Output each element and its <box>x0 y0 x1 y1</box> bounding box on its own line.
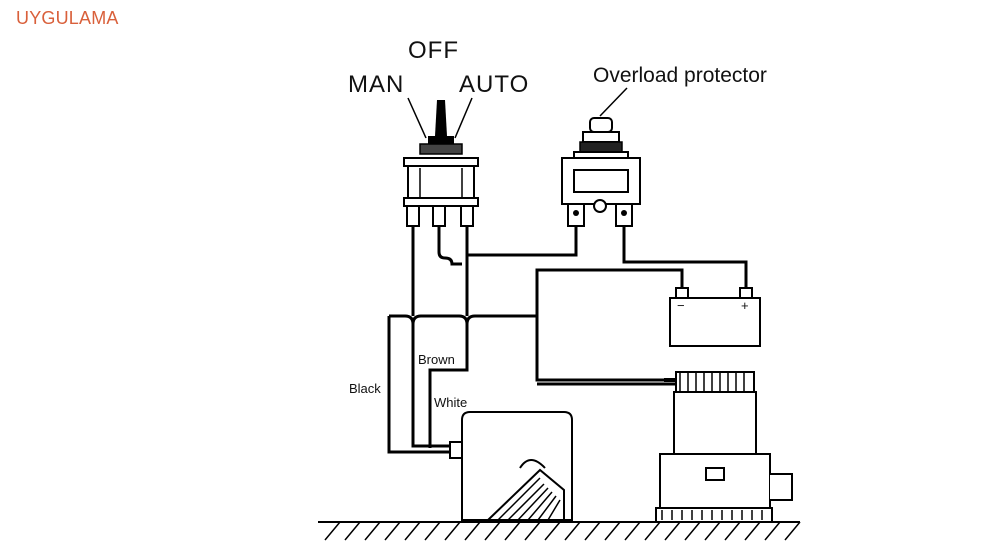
brown-wire-label: Brown <box>418 352 455 367</box>
auto-leader-line <box>454 97 473 139</box>
overload-protector-label: Overload protector <box>593 64 767 87</box>
page-title: UYGULAMA <box>16 8 119 28</box>
man-leader-line <box>407 97 427 139</box>
auto-label: AUTO <box>459 71 529 98</box>
black-wire-label: Black <box>349 381 381 396</box>
toggle-switch <box>403 100 479 227</box>
ground-line <box>318 521 801 541</box>
battery-positive-label: + <box>741 298 749 313</box>
off-label: OFF <box>408 37 459 64</box>
battery: − + <box>669 287 761 347</box>
float-switch <box>449 411 573 521</box>
battery-negative-label: − <box>677 298 685 313</box>
wires <box>387 226 748 454</box>
protector-leader-line <box>599 87 628 117</box>
bilge-pump <box>655 371 793 523</box>
overload-protector <box>561 117 641 227</box>
man-label: MAN <box>348 71 404 98</box>
white-wire-label: White <box>434 395 467 410</box>
